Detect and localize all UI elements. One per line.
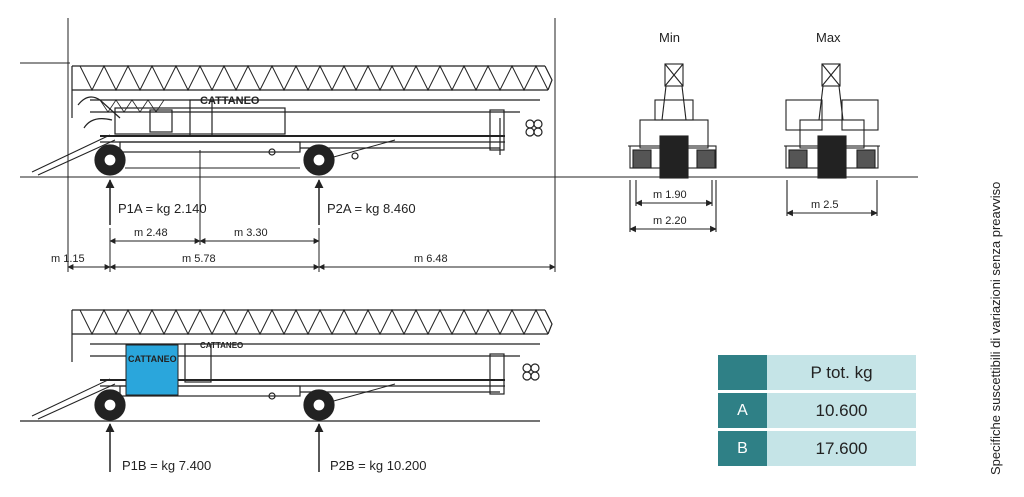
brand-logo-b: CATTANEO: [200, 341, 243, 350]
table-row: B 17.600: [718, 431, 916, 466]
load-arrows-a: [105, 179, 324, 225]
load-p2a: P2A = kg 8.460: [327, 201, 416, 216]
table-row-key: B: [718, 431, 767, 466]
table-row-value: 10.600: [767, 393, 916, 428]
dim-5-78: m 5.78: [182, 253, 216, 265]
table-header: P tot. kg: [767, 355, 916, 390]
brand-logo-a: CATTANEO: [200, 95, 260, 107]
max-label: Max: [816, 30, 841, 45]
side-note: Specifiche suscettibili di variazioni se…: [988, 181, 1003, 475]
table-corner-cell: [718, 355, 767, 390]
crane-a: [31, 64, 553, 176]
table-row-value: 17.600: [767, 431, 916, 466]
dim-3-30: m 3.30: [234, 227, 268, 239]
load-p2b: P2B = kg 10.200: [330, 458, 427, 473]
table-row-key: A: [718, 393, 767, 428]
dimension-lines-a: [67, 150, 556, 272]
table-row: A 10.600: [718, 393, 916, 428]
dim-2-5: m 2.5: [811, 199, 839, 211]
load-arrows-b: [105, 423, 324, 472]
front-view-max: [784, 63, 880, 217]
front-view-min: [628, 63, 717, 233]
brand-logo-ballast: CATTANEO: [128, 354, 177, 364]
ballast-block: [125, 344, 179, 396]
table-header-row: P tot. kg: [718, 355, 916, 390]
dim-6-48: m 6.48: [414, 253, 448, 265]
min-label: Min: [659, 30, 680, 45]
dim-2-20: m 2.20: [653, 215, 687, 227]
dim-1-15: m 1.15: [51, 253, 85, 265]
total-weight-table: P tot. kg A 10.600 B 17.600: [718, 352, 916, 469]
dim-1-90: m 1.90: [653, 189, 687, 201]
reference-lines: [20, 18, 918, 272]
dim-2-48: m 2.48: [134, 227, 168, 239]
crane-b: [20, 308, 553, 422]
load-p1a: P1A = kg 2.140: [118, 201, 207, 216]
load-p1b: P1B = kg 7.400: [122, 458, 211, 473]
